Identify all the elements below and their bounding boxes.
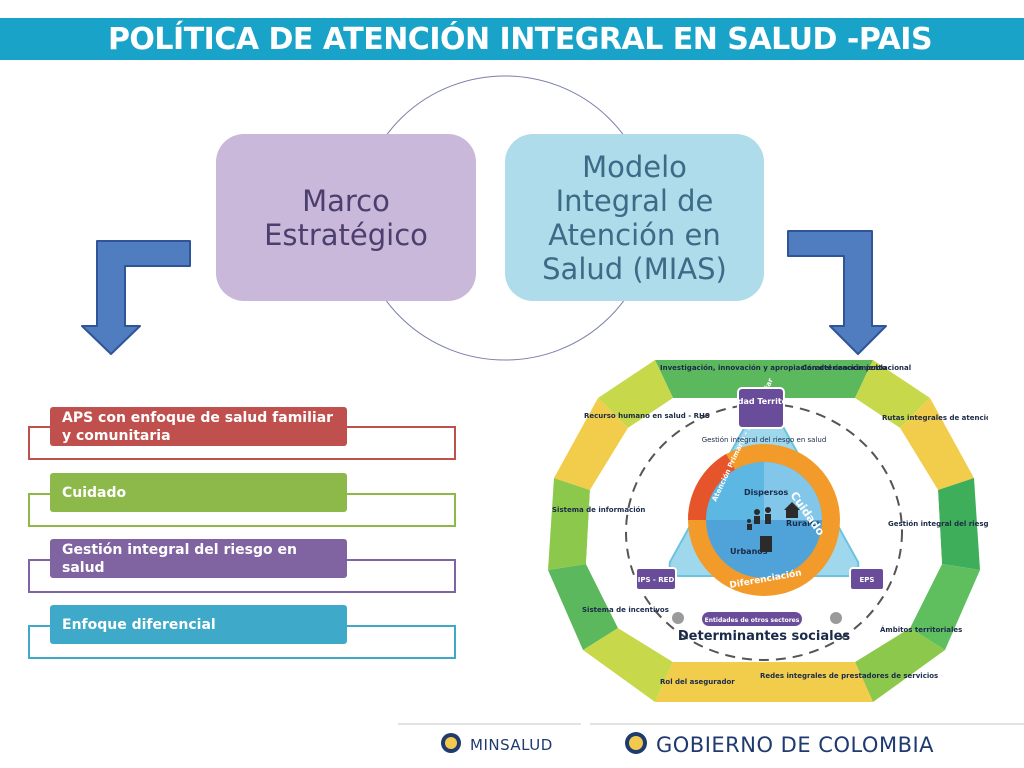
urbanos-label: Urbanos xyxy=(730,547,768,556)
outer-investigacion: Investigación, innovación y apropiación … xyxy=(660,364,887,372)
component-label-cuidado: Cuidado xyxy=(50,473,347,512)
outer-ambitos: Ámbitos territoriales xyxy=(880,625,962,634)
title-bar: POLÍTICA DE ATENCIÓN INTEGRAL EN SALUD -… xyxy=(0,18,1024,60)
footer-minsalud: MINSALUD xyxy=(398,723,581,765)
dashed-orbit xyxy=(625,403,903,661)
dot-right xyxy=(830,612,842,624)
outer-informacion: Sistema de información xyxy=(552,506,645,514)
people-icon xyxy=(747,507,771,530)
node-ips-red xyxy=(635,567,677,591)
gestion-riesgo-label: Gestión integral del riesgo en salud xyxy=(702,436,827,444)
mias-box: Modelo Integral de Atención en Salud (MI… xyxy=(505,134,764,301)
colombia-seal-icon-2 xyxy=(624,731,648,760)
outer-gestion: Gestión integral del riesgo en salud xyxy=(888,520,988,528)
outer-rutas: Rutas integrales de atención en salud - … xyxy=(882,414,988,422)
node-otros-text: Entidades de otros sectores xyxy=(705,617,800,624)
marco-estrategico-box: Marco Estratégico xyxy=(216,134,476,301)
outer-caracterizacion: Caracterización poblacional xyxy=(802,364,911,372)
left-down-arrow-icon xyxy=(81,240,191,355)
component-label-enfoque: Enfoque diferencial xyxy=(50,605,347,644)
dot-left xyxy=(672,612,684,624)
node-eps-text: EPS xyxy=(860,576,875,584)
mias-diagram: Dispersos Rurales Urbanos Cuidado Atenci… xyxy=(540,350,1024,710)
dispersos-label: Dispersos xyxy=(744,488,789,497)
rurales-label: Rurales xyxy=(786,519,820,528)
footer-gobierno: GOBIERNO DE COLOMBIA xyxy=(590,723,1024,765)
outer-rol: Rol del asegurador xyxy=(660,678,735,686)
outer-recurso: Recurso humano en salud - RHS xyxy=(584,412,710,420)
outer-redes: Redes integrales de prestadores de servi… xyxy=(760,672,938,680)
gobierno-text: GOBIERNO DE COLOMBIA xyxy=(656,733,935,757)
house-icon xyxy=(784,502,800,518)
svg-text:Entidad Territorial: Entidad Territorial xyxy=(720,397,802,406)
node-entidad-territorial xyxy=(737,387,785,429)
component-label-aps: APS con enfoque de salud familiar y comu… xyxy=(50,407,347,446)
node-otros-sectores xyxy=(702,612,802,626)
minsalud-text: MINSALUD xyxy=(470,736,553,754)
outer-incentivos: Sistema de incentivos xyxy=(582,606,669,614)
page-title: POLÍTICA DE ATENCIÓN INTEGRAL EN SALUD -… xyxy=(107,22,933,57)
node-ips-text: IPS - RED xyxy=(638,576,675,584)
building-icon xyxy=(760,536,772,552)
node-eps xyxy=(849,567,885,591)
right-down-arrow-icon xyxy=(787,230,887,355)
colombia-seal-icon xyxy=(440,732,462,759)
determinantes-label: Determinantes sociales xyxy=(678,629,851,644)
component-label-gestion: Gestión integral del riesgo en salud xyxy=(50,539,347,578)
node-entidad-text: Entidad Territorial xyxy=(720,397,802,406)
